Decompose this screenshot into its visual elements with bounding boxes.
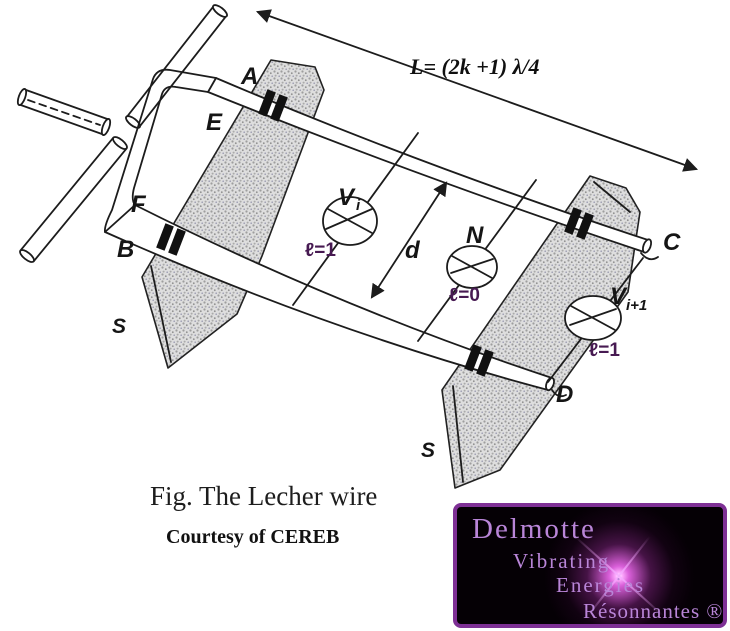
label-vi-main: V bbox=[338, 184, 356, 211]
oscillator-rod-short bbox=[16, 88, 112, 136]
logo-line-delmotte: Delmotte bbox=[472, 513, 596, 545]
figure-credit: Courtesy of CEREB bbox=[166, 526, 339, 548]
spacing-label: d bbox=[405, 237, 421, 264]
length-formula-label: L= (2k +1) λ/4 bbox=[409, 54, 540, 79]
delmotte-logo: Delmotte Vibrating Energies Résonnantes … bbox=[453, 503, 727, 628]
length-dimension-arrow bbox=[255, 9, 699, 172]
support-left bbox=[141, 59, 325, 369]
label-a: A bbox=[240, 63, 258, 90]
label-c: C bbox=[663, 229, 681, 256]
label-n-state: ℓ=0 bbox=[449, 285, 480, 306]
oscillator-rod-long bbox=[19, 4, 228, 263]
lamp-n bbox=[446, 245, 498, 289]
figure-caption: Fig. The Lecher wire bbox=[150, 481, 377, 511]
label-vi1-state: ℓ=1 bbox=[589, 340, 620, 361]
lamp-vi1 bbox=[564, 295, 622, 341]
label-s-right: S bbox=[421, 439, 435, 462]
label-vi1-sub: i+1 bbox=[626, 297, 647, 314]
logo-line-energies: Energies bbox=[556, 573, 646, 597]
spacing-dimension-arrow bbox=[370, 181, 448, 299]
shorting-bars bbox=[156, 89, 594, 377]
label-b: B bbox=[117, 236, 134, 263]
label-d-point: D bbox=[556, 381, 573, 408]
coupling-loop bbox=[103, 68, 217, 233]
logo-line-vibrating: Vibrating bbox=[513, 549, 611, 573]
label-f: F bbox=[131, 191, 147, 218]
label-vi-state: ℓ=1 bbox=[305, 240, 336, 261]
logo-flare bbox=[539, 507, 699, 624]
wire-end-cap-c bbox=[641, 238, 653, 254]
logo-line-resonnantes: Résonnantes ® bbox=[583, 599, 724, 623]
wire-end-hook-c bbox=[640, 252, 659, 261]
wire-end-hook-d bbox=[551, 389, 567, 398]
label-e: E bbox=[206, 109, 223, 136]
label-s-left: S bbox=[112, 315, 126, 338]
label-vi-sub: i bbox=[356, 197, 361, 214]
label-vi1-main: V bbox=[610, 283, 628, 310]
label-n-main: N bbox=[466, 222, 484, 249]
support-right bbox=[441, 175, 641, 489]
lamp-vi bbox=[322, 196, 378, 246]
